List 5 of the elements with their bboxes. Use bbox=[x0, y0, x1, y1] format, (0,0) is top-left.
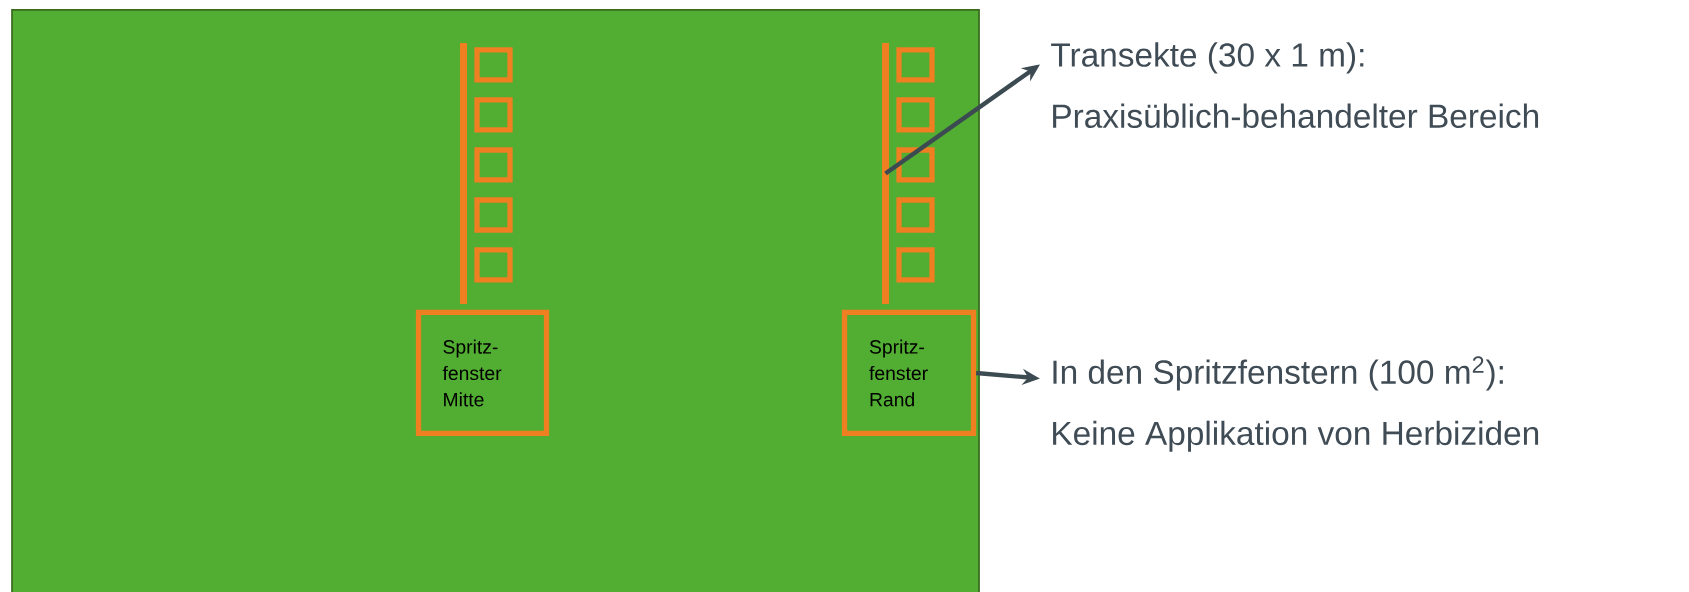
annotation-text: In den Spritzfenstern (100 m$^{2}$): Keine Applikation von Herbiziden bbox=[1053, 356, 1539, 452]
field-area bbox=[11, 9, 980, 592]
annotation-text: Transekte (30 x 1 m): Praxisüblich-behandelter Bereich bbox=[1051, 42, 1539, 129]
spray-window-box: Spritz- fenster Rand bbox=[841, 309, 977, 437]
spray-window-box: Spritz- fenster Mitte bbox=[415, 309, 550, 437]
